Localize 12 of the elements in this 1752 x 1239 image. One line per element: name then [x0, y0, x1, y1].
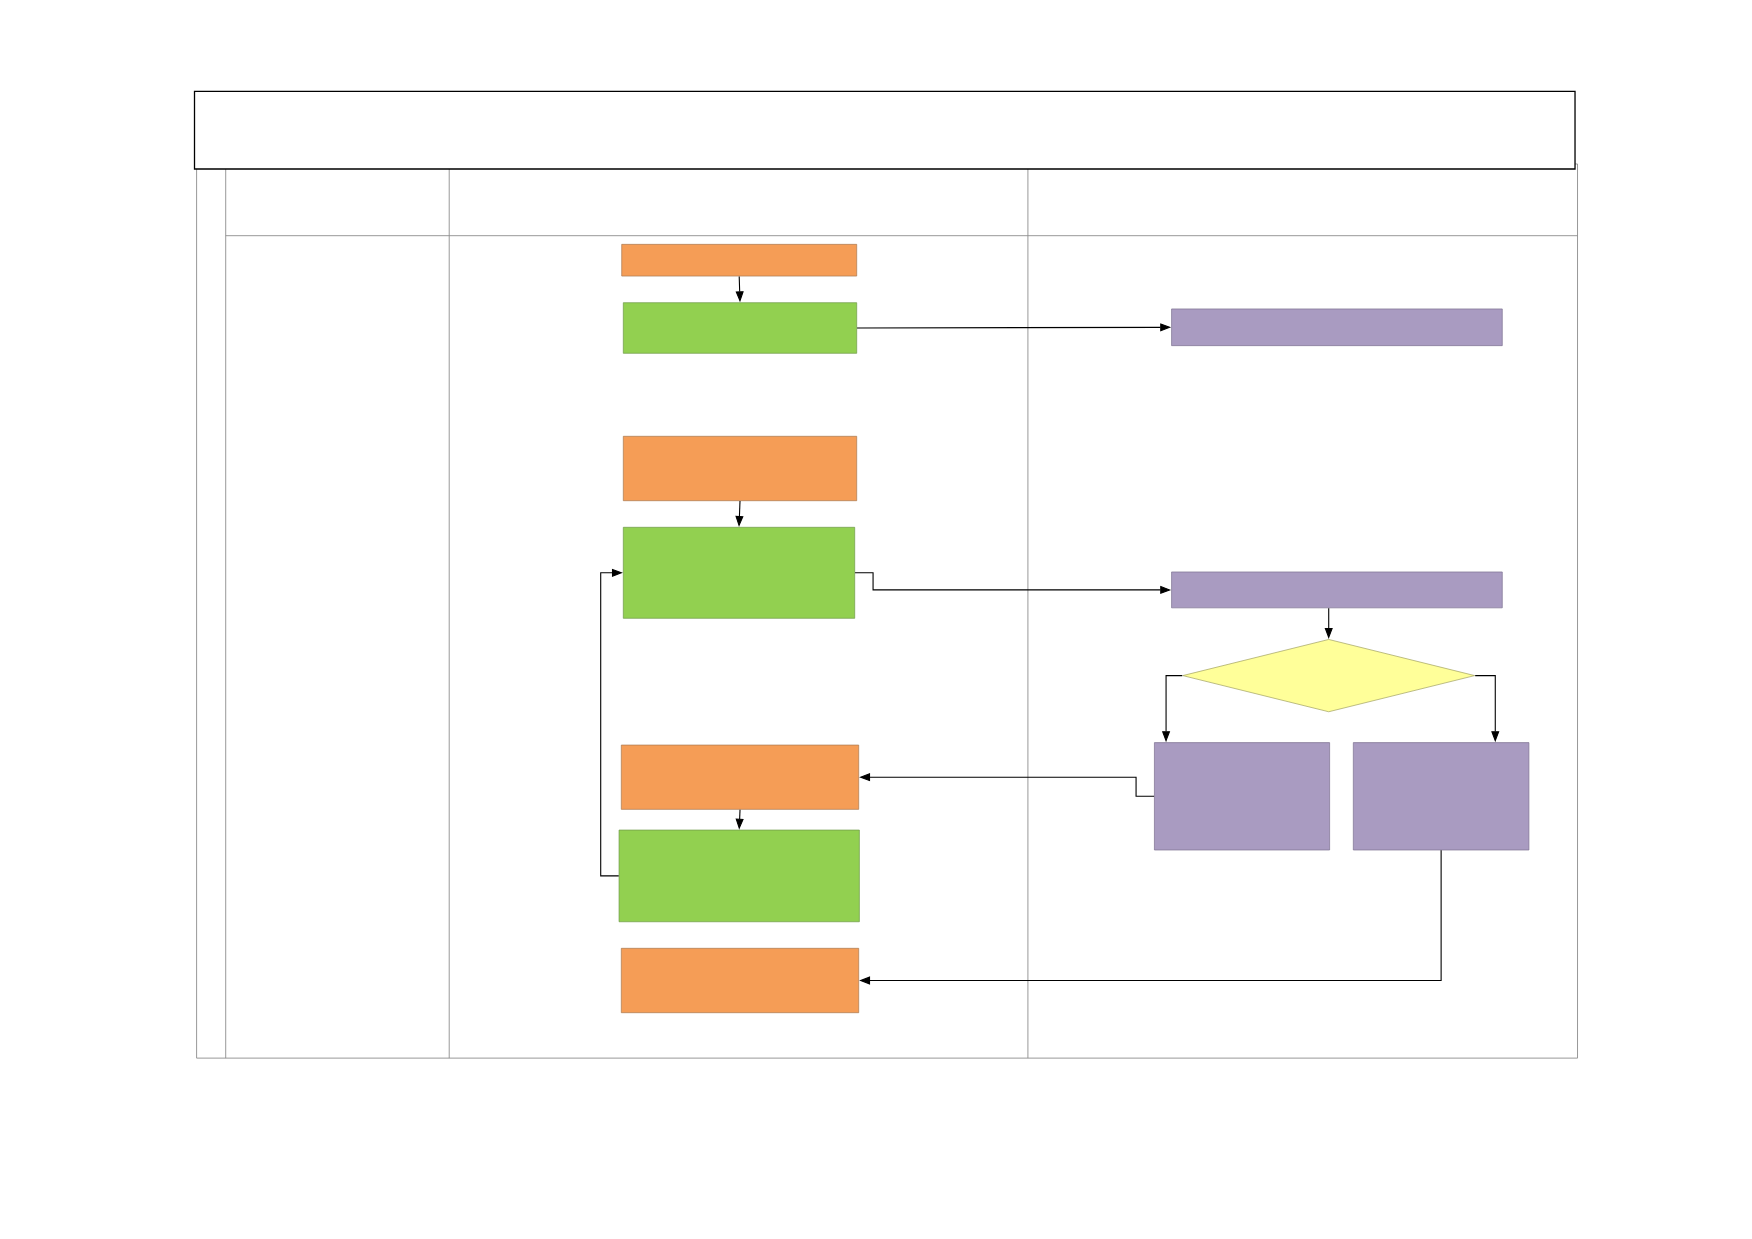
process-box	[622, 302, 858, 354]
process-box	[622, 526, 856, 619]
process-box	[1171, 571, 1503, 609]
process-box	[620, 744, 860, 810]
process-box	[622, 435, 858, 502]
process-box	[1352, 742, 1530, 851]
process-box	[618, 829, 860, 923]
process-box	[1154, 742, 1330, 851]
process-box	[1171, 308, 1503, 346]
process-box	[620, 947, 860, 1014]
decision-diamond	[1182, 639, 1476, 713]
process-box	[621, 244, 858, 277]
